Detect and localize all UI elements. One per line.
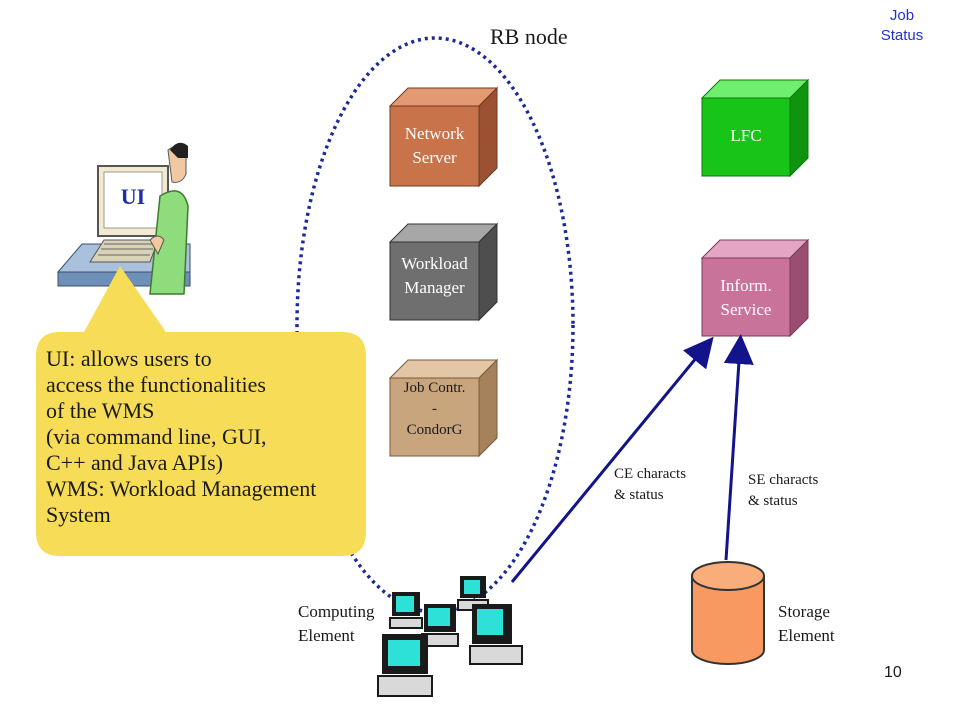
user-workstation-illustration	[56, 142, 191, 295]
computer-icon	[377, 634, 433, 697]
lfc-box	[700, 78, 810, 178]
ui-callout-bubble	[36, 266, 366, 556]
ce-characteristics-label: CE characts & status	[614, 466, 687, 503]
information-service-box	[700, 238, 810, 338]
workload-manager-label: Workload Manager	[401, 254, 468, 297]
lfc-label: LFC	[730, 126, 762, 145]
computing-element-cluster	[377, 576, 523, 697]
network-server-box	[388, 86, 499, 188]
information-service-label: Inform. Service	[720, 276, 772, 319]
ui-callout-text: UI: allows users to access the functiona…	[46, 346, 317, 527]
ui-label: UI	[120, 184, 146, 209]
storage-element-label: Storage Element	[778, 602, 835, 645]
storage-element-cylinder	[691, 561, 765, 665]
se-to-info-arrow	[723, 334, 754, 561]
computer-icon	[389, 592, 423, 629]
page-number: 10	[884, 664, 902, 681]
job-controller-box	[388, 358, 499, 458]
computing-element-label: Computing Element	[298, 602, 375, 645]
computer-icon	[469, 604, 523, 665]
computer-icon	[421, 604, 459, 647]
rb-node-title: RB node	[490, 24, 568, 49]
job-controller-label: Job Contr. - CondorG	[403, 380, 466, 438]
job-status-label: Job Status	[880, 7, 924, 44]
ce-to-info-arrow	[510, 336, 714, 583]
se-characteristics-label: SE characts & status	[748, 472, 819, 509]
workload-manager-box	[388, 222, 499, 322]
network-server-label: Network Server	[404, 124, 465, 167]
